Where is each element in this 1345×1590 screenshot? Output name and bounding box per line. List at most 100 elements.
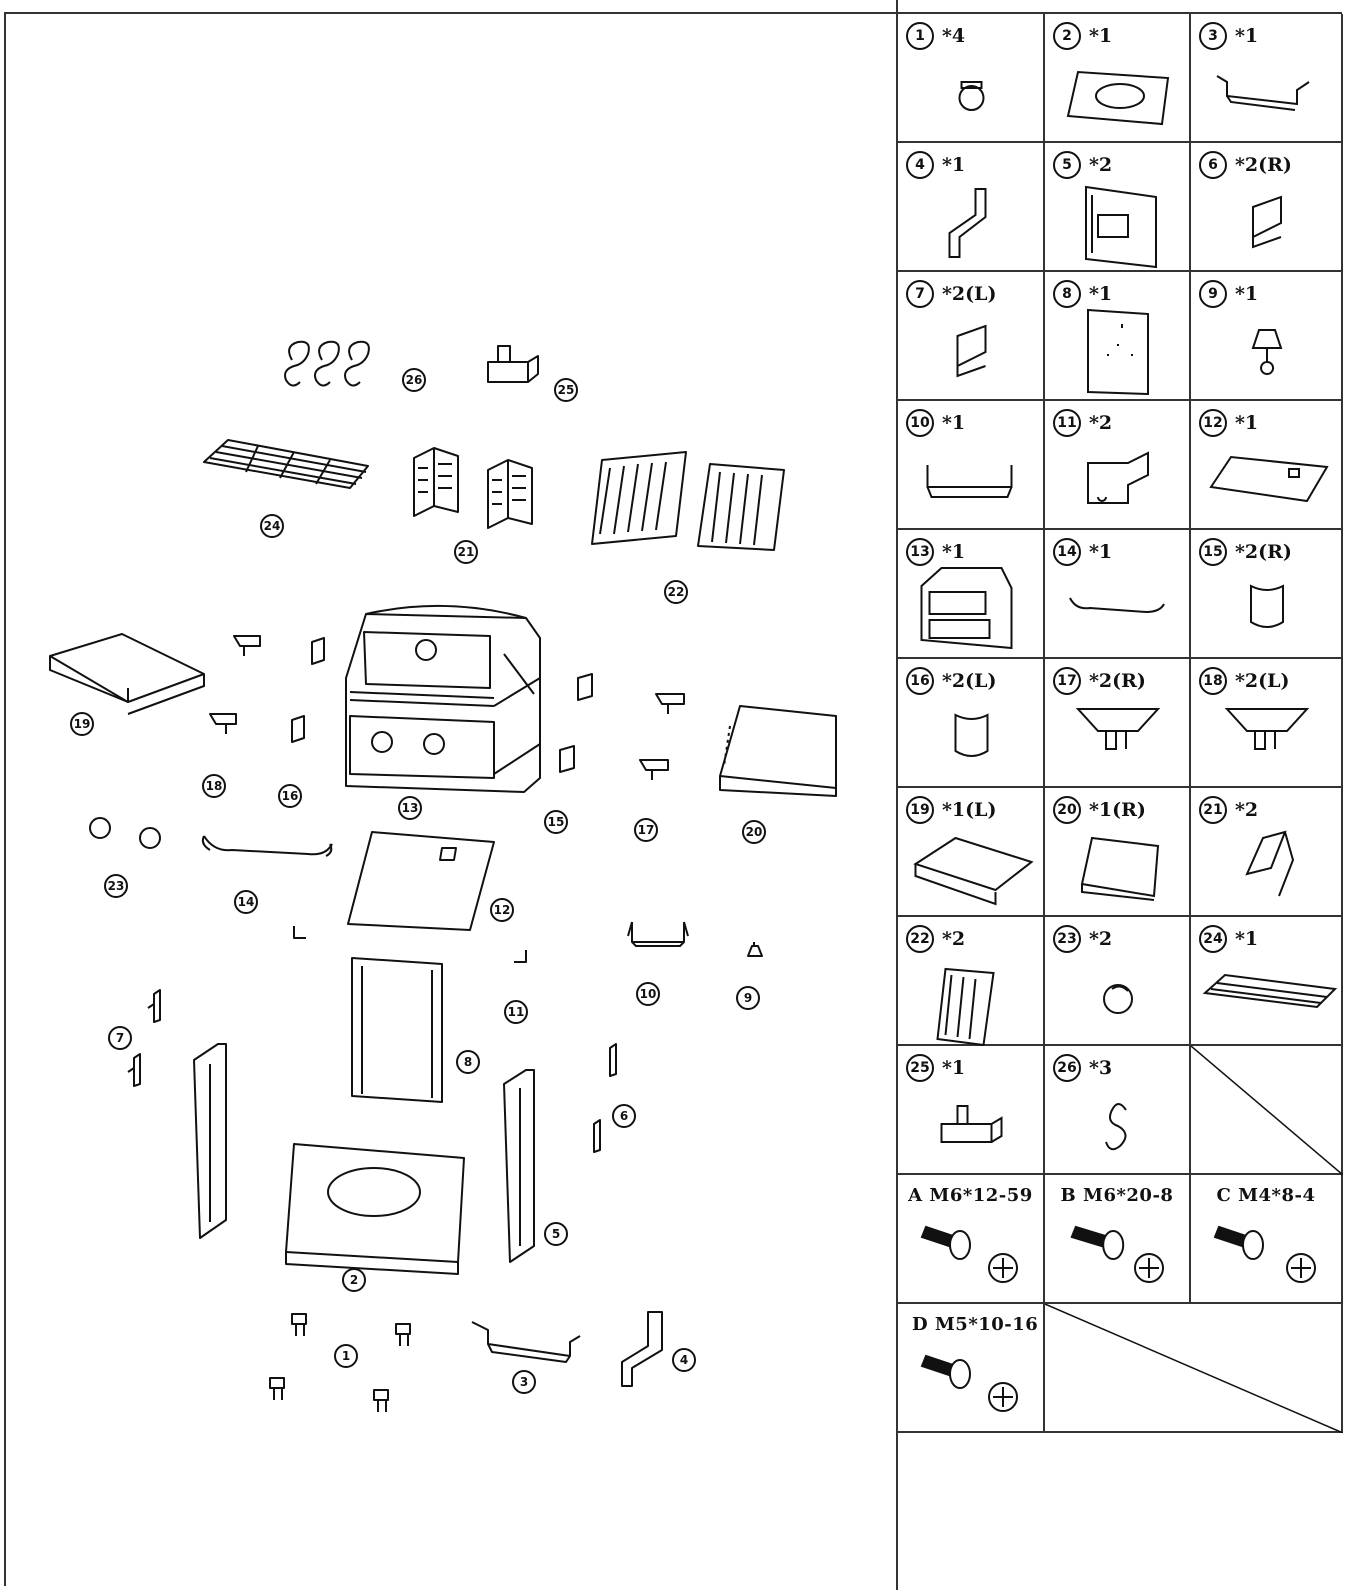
part-quantity: *2 [1089, 928, 1113, 950]
casters-diagram-icon [269, 1313, 411, 1412]
screw-b-icon [1070, 1225, 1164, 1283]
screw-label: B M6*20-8 [1060, 1185, 1174, 1206]
part-header: 26*3 [1053, 1054, 1112, 1082]
callout-10: 10 [636, 982, 660, 1006]
part-quantity: *2(L) [942, 283, 997, 305]
part-header: 21*2 [1199, 796, 1258, 824]
callout-12: 12 [490, 898, 514, 922]
callout-21: 21 [454, 540, 478, 564]
part-quantity: *1 [1089, 283, 1113, 305]
screw-c-icon [1213, 1225, 1316, 1283]
part-number: 18 [1199, 667, 1227, 695]
left-side-shelf-diagram-icon [49, 633, 205, 715]
part-quantity: *2 [1089, 412, 1113, 434]
grease-cup-icon [940, 1105, 1003, 1143]
callout-19: 19 [70, 712, 94, 736]
part-cell: 25*1 [898, 1046, 1045, 1175]
part-cell: 8 *1 [1045, 272, 1191, 401]
part-number: 8 [1053, 280, 1081, 308]
part-header: 5 *2 [1053, 151, 1112, 179]
part-header: 16*2(L) [906, 667, 997, 695]
back-panel-icon [1087, 308, 1149, 396]
bottle-opener-diagram-icon [747, 942, 763, 957]
side-bracket-diagram-icon [621, 1311, 663, 1387]
callout-26: 26 [402, 368, 426, 392]
grease-cup-diagram-icon [487, 345, 539, 383]
screw-cell: A M6*12-59 [898, 1175, 1045, 1304]
part-cell: 21*2 [1191, 788, 1343, 917]
part-number: 9 [1199, 280, 1227, 308]
cooking-grate-diagram-icon [591, 451, 785, 551]
page-frame [4, 12, 1342, 1586]
callout-7: 7 [108, 1026, 132, 1050]
part-header: 4*1 [906, 151, 965, 179]
l-bracket-icon [1087, 451, 1149, 504]
screw-cell: B M6*20-8 [1045, 1175, 1191, 1304]
part-cell: 23 *2 [1045, 917, 1191, 1046]
part-cell: 4*1 [898, 143, 1045, 272]
right-shelf-support-icon [1075, 708, 1161, 750]
part-number: 13 [906, 538, 934, 566]
part-number: 22 [906, 925, 934, 953]
part-header: 20*1(R) [1053, 796, 1146, 824]
part-cell: 15*2(R) [1191, 530, 1343, 659]
screw-d-icon [920, 1354, 1018, 1412]
part-header: 13 *1 [906, 538, 965, 566]
part-header: 14*1 [1053, 538, 1112, 566]
grill-head-diagram-icon [345, 604, 541, 793]
left-side-shelf-icon [913, 836, 1034, 906]
part-cell: 3*1 [1191, 14, 1343, 143]
callout-6: 6 [612, 1104, 636, 1128]
part-quantity: *2(L) [1235, 670, 1290, 692]
callout-18: 18 [202, 774, 226, 798]
part-header: 7*2(L) [906, 280, 997, 308]
part-number: 14 [1053, 538, 1081, 566]
part-header: 18 *2(L) [1199, 667, 1290, 695]
part-quantity: *2(L) [942, 670, 997, 692]
part-quantity: *3 [1089, 1057, 1113, 1079]
heat-shield-diagram-icon [347, 831, 495, 931]
control-knob-icon [1103, 984, 1134, 1014]
callout-14: 14 [234, 890, 258, 914]
part-number: 4 [906, 151, 934, 179]
part-header: 22*2 [906, 925, 965, 953]
front-bracket-icon [1216, 75, 1310, 111]
part-cell: 10*1 [898, 401, 1045, 530]
part-header: 8 *1 [1053, 280, 1112, 308]
handle-diagram-icon [201, 835, 333, 857]
heat-shield-icon [1209, 455, 1329, 503]
part-number: 20 [1053, 796, 1081, 824]
part-cell: 6*2(R) [1191, 143, 1343, 272]
handle-icon [1069, 597, 1165, 614]
exploded-view-diagram [49, 340, 837, 1412]
part-number: 24 [1199, 925, 1227, 953]
part-header: 25*1 [906, 1054, 965, 1082]
part-quantity: *2 [1089, 154, 1113, 176]
part-cell: 16*2(L) [898, 659, 1045, 788]
part-number: 6 [1199, 151, 1227, 179]
callout-23: 23 [104, 874, 128, 898]
callout-20: 20 [742, 820, 766, 844]
callout-17: 17 [634, 818, 658, 842]
cooking-grate-icon [936, 967, 995, 1046]
part-number: 5 [1053, 151, 1081, 179]
part-number: 21 [1199, 796, 1227, 824]
part-number: 2 [1053, 22, 1081, 50]
part-quantity: *1 [1235, 928, 1259, 950]
part-quantity: *1 [942, 541, 966, 563]
screw-label: A M6*12-59 [908, 1185, 1033, 1206]
front-bracket-diagram-icon [471, 1321, 581, 1363]
part-header: 3*1 [1199, 22, 1258, 50]
part-quantity: *2(R) [1235, 541, 1292, 563]
part-header: 12*1 [1199, 409, 1258, 437]
right-mount-bracket-icon [1250, 584, 1284, 628]
part-number: 23 [1053, 925, 1081, 953]
tool-holder-diagram-icon [627, 921, 689, 947]
part-number: 3 [1199, 22, 1227, 50]
part-quantity: *1 [942, 1057, 966, 1079]
part-cell: 22*2 [898, 917, 1045, 1046]
empty-cell [1191, 1046, 1343, 1175]
part-cell: 2*1 [1045, 14, 1191, 143]
callout-3: 3 [512, 1370, 536, 1394]
